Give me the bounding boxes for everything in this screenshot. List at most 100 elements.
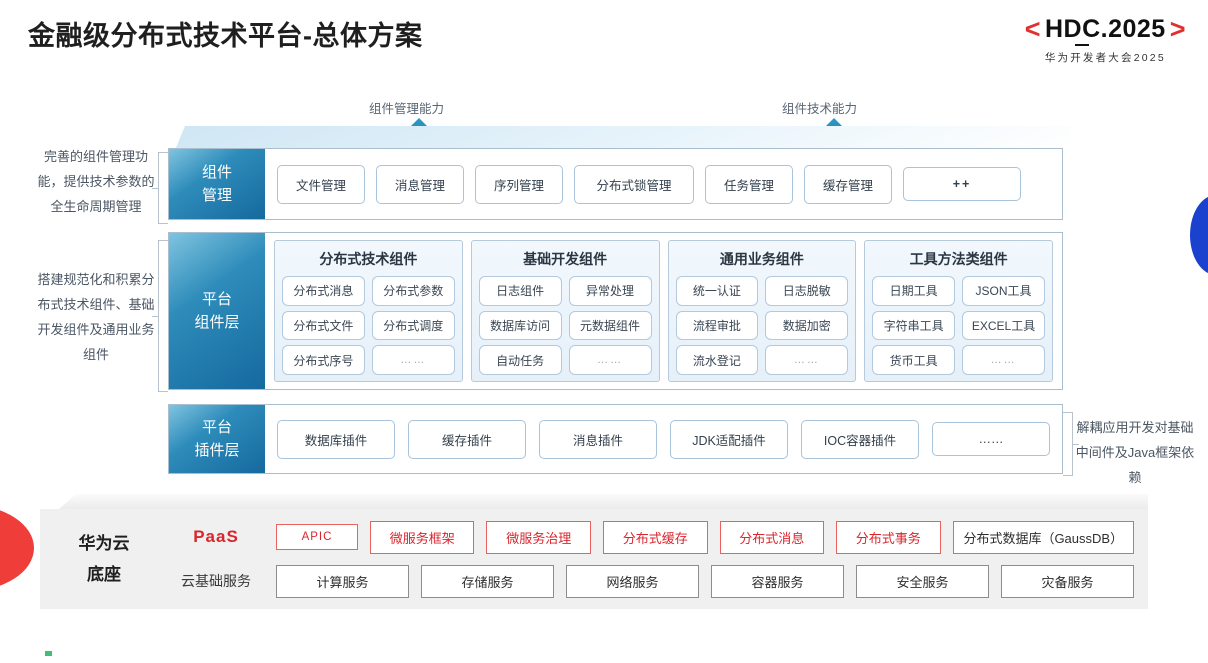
cell-item[interactable]: 数据加密 <box>765 310 849 341</box>
paas-label: PaaS <box>193 527 239 546</box>
chip-sequence-management[interactable]: 序列管理 <box>475 164 563 204</box>
layer-label-line1: 平台 <box>201 291 232 308</box>
cell-item[interactable]: 分布式序号 <box>282 345 365 375</box>
paas-item-distributed-message[interactable]: 分布式消息 <box>719 520 825 554</box>
paas-item-distributed-transaction[interactable]: 分布式事务 <box>836 520 941 554</box>
cell-item[interactable]: 日期工具 <box>872 276 956 306</box>
chip-ioc-container-plugin[interactable]: IOC容器插件 <box>801 419 919 459</box>
group-title: 工具方法类组件 <box>909 251 1008 267</box>
chip-distributed-lock-management[interactable]: 分布式锁管理 <box>574 164 694 204</box>
layer-label-platform-component: 平台 组件层 <box>169 233 265 389</box>
chip-file-management[interactable]: 文件管理 <box>277 164 365 204</box>
annotation-left-management: 完善的组件管理功能，提供技术参数的全生命周期管理 <box>37 149 155 214</box>
bracket-marker <box>152 152 168 224</box>
layer-label-line2: 组件层 <box>194 314 240 331</box>
hdc-logo-label: HDC.2025 <box>1044 15 1166 43</box>
layer-label-line2: 插件层 <box>194 442 240 459</box>
cell-item[interactable]: 日志脱敏 <box>765 276 849 306</box>
blue-lens-decoration <box>1190 195 1208 275</box>
group-grid: 统一认证 日志脱敏 流程审批 数据加密 流水登记 …… <box>675 276 849 375</box>
cell-item[interactable]: 分布式参数 <box>371 276 455 306</box>
cell-item[interactable]: 流程审批 <box>675 310 759 341</box>
chip-cache-plugin[interactable]: 缓存插件 <box>408 419 526 459</box>
cell-item[interactable]: JSON工具 <box>962 276 1045 306</box>
component-group-distributed-tech: 分布式技术组件 分布式消息 分布式参数 分布式文件 分布式调度 分布式序号 …… <box>274 240 463 382</box>
cell-item[interactable]: 货币工具 <box>872 345 956 375</box>
red-wedge-decoration <box>0 505 34 591</box>
cell-item[interactable]: 日志组件 <box>478 276 562 306</box>
chip-message-plugin[interactable]: 消息插件 <box>539 419 657 459</box>
foundation-title-line1: 华为云 <box>78 534 130 553</box>
layer-label-component-management: 组件 管理 <box>169 149 265 219</box>
annotation-right-decoupling: 解耦应用开发对基础中间件及Java框架依赖 <box>1075 420 1195 485</box>
group-title: 基础开发组件 <box>523 251 608 267</box>
cell-item[interactable]: 分布式调度 <box>371 310 455 341</box>
cell-item-more[interactable]: …… <box>568 345 652 375</box>
chip-jdk-adapter-plugin[interactable]: JDK适配插件 <box>670 419 788 459</box>
chip-plugin-more[interactable]: …… <box>932 422 1050 456</box>
infra-item-network[interactable]: 网络服务 <box>566 564 699 598</box>
angle-bracket-right-icon: > <box>1169 14 1186 44</box>
cell-item[interactable]: 异常处理 <box>568 276 652 306</box>
layer-label-line1: 组件 <box>201 164 232 181</box>
hdc-logo: < HDC.2025 > 华为开发者大会2025 <box>1025 14 1186 65</box>
hdc-logo-main: < HDC.2025 > <box>1025 14 1186 46</box>
paas-item-distributed-database[interactable]: 分布式数据库（GaussDB） <box>952 520 1134 554</box>
foundation-huawei-cloud: 华为云 底座 PaaS APIC 微服务框架 微服务治理 分布式缓存 分布式消息… <box>40 509 1148 609</box>
infra-label: 云基础服务 <box>181 573 251 589</box>
layer-label-line1: 平台 <box>201 419 232 436</box>
cell-item-more[interactable]: …… <box>765 345 849 375</box>
chip-add-more[interactable]: ++ <box>903 167 1021 201</box>
cell-item-more[interactable]: …… <box>371 345 455 375</box>
arrow-label-component-technology: 组件技术能力 <box>782 102 858 116</box>
cell-item[interactable]: 元数据组件 <box>568 310 652 341</box>
paas-item-microservice-framework[interactable]: 微服务框架 <box>369 520 475 554</box>
hdc-logo-subtitle: 华为开发者大会2025 <box>1044 52 1166 64</box>
layer-label-platform-plugin: 平台 插件层 <box>169 405 265 473</box>
hdc-logo-text: HDC.2025 <box>1044 15 1166 46</box>
cell-item[interactable]: 字符串工具 <box>872 310 956 341</box>
chip-database-plugin[interactable]: 数据库插件 <box>277 419 395 459</box>
foundation-rows: PaaS APIC 微服务框架 微服务治理 分布式缓存 分布式消息 分布式事务 … <box>168 520 1134 598</box>
infra-item-container[interactable]: 容器服务 <box>711 564 844 598</box>
bracket-marker <box>152 240 168 392</box>
arrow-label-component-management: 组件管理能力 <box>369 102 445 116</box>
infra-item-security[interactable]: 安全服务 <box>856 564 989 598</box>
paas-item-microservice-governance[interactable]: 微服务治理 <box>486 520 591 554</box>
hdc-underline-mark <box>1074 44 1089 46</box>
layer-body-platform-component: 分布式技术组件 分布式消息 分布式参数 分布式文件 分布式调度 分布式序号 ……… <box>265 233 1062 389</box>
cell-item[interactable]: EXCEL工具 <box>962 310 1045 341</box>
paas-item-distributed-cache[interactable]: 分布式缓存 <box>603 520 708 554</box>
stack-top-bevel <box>175 126 1070 150</box>
layer-label-line2: 管理 <box>201 187 232 204</box>
layer-body-platform-plugin: 数据库插件 缓存插件 消息插件 JDK适配插件 IOC容器插件 …… <box>265 405 1062 473</box>
cell-item[interactable]: 分布式消息 <box>282 276 365 306</box>
group-title: 通用业务组件 <box>719 251 804 267</box>
group-title: 分布式技术组件 <box>319 251 418 267</box>
infra-item-compute[interactable]: 计算服务 <box>276 564 409 598</box>
cell-item[interactable]: 数据库访问 <box>478 310 562 341</box>
group-grid: 分布式消息 分布式参数 分布式文件 分布式调度 分布式序号 …… <box>282 276 455 375</box>
component-group-common-business: 通用业务组件 统一认证 日志脱敏 流程审批 数据加密 流水登记 …… <box>667 240 857 382</box>
foundation-top-bevel <box>58 494 1148 510</box>
infra-item-storage[interactable]: 存储服务 <box>421 564 554 598</box>
cell-item[interactable]: 统一认证 <box>675 276 759 306</box>
cell-item[interactable]: 流水登记 <box>675 345 759 375</box>
foundation-title: 华为云 底座 <box>40 528 168 590</box>
foundation-row-infra: 云基础服务 计算服务 存储服务 网络服务 容器服务 安全服务 灾备服务 <box>168 564 1134 598</box>
component-group-basic-dev: 基础开发组件 日志组件 异常处理 数据库访问 元数据组件 自动任务 …… <box>470 240 660 382</box>
layer-component-management: 组件 管理 文件管理 消息管理 序列管理 分布式锁管理 任务管理 缓存管理 ++ <box>168 148 1063 220</box>
infra-item-disaster-recovery[interactable]: 灾备服务 <box>1001 564 1134 598</box>
annotation-left-components: 搭建规范化和积累分布式技术组件、基础开发组件及通用业务组件 <box>37 272 155 362</box>
cell-item-more[interactable]: …… <box>962 345 1045 375</box>
group-grid: 日志组件 异常处理 数据库访问 元数据组件 自动任务 …… <box>478 276 652 375</box>
chip-cache-management[interactable]: 缓存管理 <box>804 164 892 204</box>
cell-item[interactable]: 自动任务 <box>478 345 562 375</box>
paas-item-apic[interactable]: APIC <box>276 524 358 550</box>
bracket-marker <box>1063 412 1079 476</box>
chip-task-management[interactable]: 任务管理 <box>705 164 793 204</box>
cell-item[interactable]: 分布式文件 <box>282 310 365 341</box>
green-mark-decoration <box>45 651 52 656</box>
chip-message-management[interactable]: 消息管理 <box>376 164 464 204</box>
